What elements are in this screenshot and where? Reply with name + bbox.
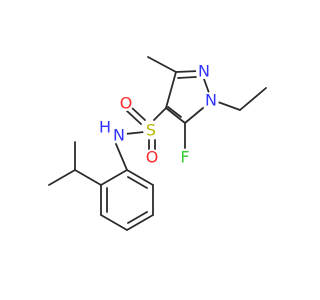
bond-ar-inner-1 — [127, 176, 148, 189]
molecule-structure: N N F S O O N H — [48, 56, 267, 231]
bond-n2-n1 — [203, 78, 210, 94]
atom-s-label: S — [146, 121, 156, 140]
bond-c4-c3 — [165, 71, 177, 109]
atom-n2-label: N — [198, 62, 210, 81]
bond-ar-inner-2 — [127, 211, 148, 224]
bond-ch2-ch3 — [239, 87, 267, 111]
atom-f-label: F — [180, 148, 189, 167]
bond-c4-s — [153, 107, 167, 121]
atom-label-backdrop — [143, 122, 159, 138]
atom-nh-n-label: N — [113, 126, 125, 145]
atom-nh-h-label: H — [99, 118, 111, 137]
atom-label-backdrop — [144, 149, 160, 165]
atom-label-backdrop — [118, 95, 134, 111]
bond-ar-3 — [126, 214, 154, 231]
atom-label-backdrop — [196, 63, 212, 79]
atom-label-backdrop — [203, 92, 219, 108]
atom-label-backdrop — [177, 149, 193, 165]
bond-methyl — [147, 56, 177, 73]
bond-s-o1-b — [126, 110, 142, 125]
bond-ar-ipr — [74, 169, 102, 186]
bond-c3-n2 — [175, 70, 200, 73]
atom-labels: N N F S O O N H — [97, 62, 219, 167]
structure-canvas: N N F S O O N H — [48, 56, 267, 231]
atom-label-backdrop — [97, 119, 113, 135]
bond-c5-c4-inner — [167, 106, 182, 118]
bond-ar-1 — [126, 169, 154, 186]
bond-c3-n2-inner — [177, 76, 197, 79]
bond-c5-c4 — [165, 107, 186, 124]
bond-ar-4 — [100, 214, 128, 231]
atom-o2-label: O — [146, 148, 159, 167]
bonds — [48, 56, 267, 231]
bond-n1-ch2 — [217, 101, 241, 111]
bond-ipr-me2 — [48, 169, 76, 186]
bond-ar-6 — [100, 169, 128, 186]
bond-s-o1-a — [130, 106, 146, 121]
bond-n1-c5 — [184, 107, 204, 124]
bond-nh-ar — [115, 143, 128, 171]
atom-label-backdrop — [111, 127, 127, 143]
bond-s-nh — [124, 131, 145, 135]
atom-o1-label: O — [120, 94, 133, 113]
atom-n1-label: N — [205, 91, 217, 110]
